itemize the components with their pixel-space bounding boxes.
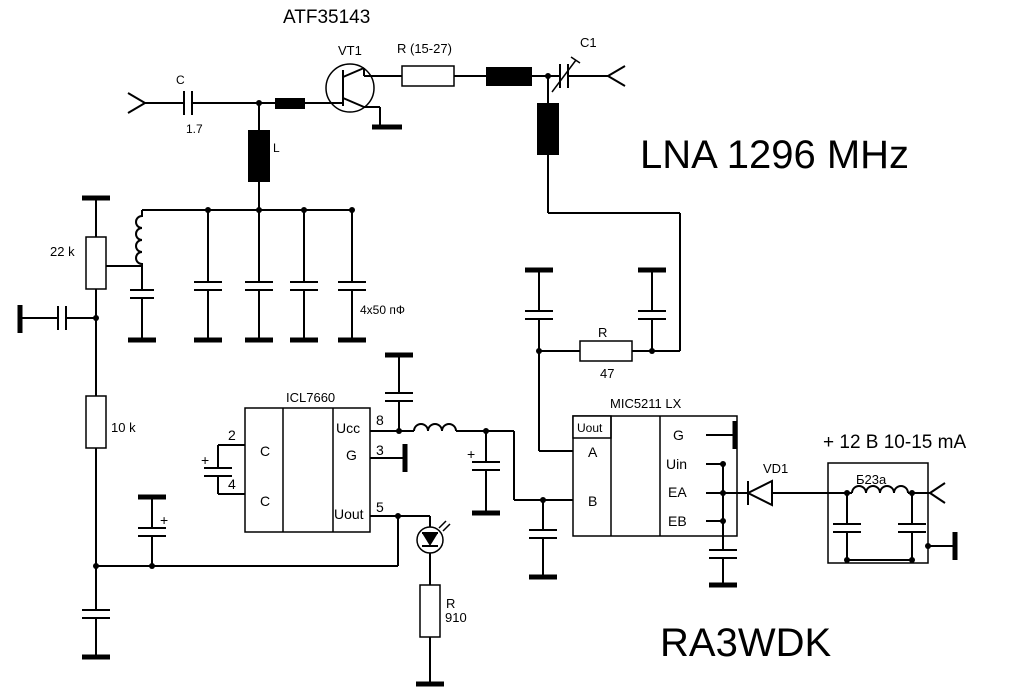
icl7660-pin-g: G bbox=[346, 447, 357, 463]
icl7660-pin-c2: C bbox=[260, 493, 270, 509]
r47-value: 47 bbox=[600, 366, 614, 381]
c-input-value: 1.7 bbox=[186, 122, 203, 136]
plus-sign-ucc: + bbox=[467, 446, 475, 462]
filter-capacitor-left bbox=[833, 493, 861, 560]
mic5211-pin-uout: Uout bbox=[577, 421, 603, 435]
ucc-choke-coil bbox=[413, 423, 457, 432]
bias-coil bbox=[135, 210, 143, 290]
bank-capacitor-2 bbox=[245, 210, 273, 343]
ucc-decoupling-capacitor bbox=[385, 352, 413, 431]
gate-choke bbox=[275, 98, 305, 109]
input-capacitor bbox=[183, 91, 193, 115]
icl7660-pin-uout: Uout bbox=[334, 506, 364, 522]
r-bias-label: 10 k bbox=[111, 420, 136, 435]
mic5211-pin-ea: EA bbox=[668, 484, 687, 500]
author-label: RA3WDK bbox=[660, 621, 831, 665]
plus-sign-left: + bbox=[160, 512, 168, 528]
left-tap-capacitor bbox=[17, 305, 99, 333]
icl7660-pin-ucc: Ucc bbox=[336, 420, 360, 436]
gate-inductor-l bbox=[248, 130, 270, 182]
c1-trimmer-capacitor bbox=[551, 56, 581, 93]
mic5211-name: MIC5211 LX bbox=[610, 396, 682, 411]
drain-choke bbox=[486, 67, 532, 86]
resistor-10k bbox=[85, 395, 107, 449]
mic5211-pin-b: B bbox=[588, 493, 597, 509]
r-series-label: R (15-27) bbox=[397, 41, 452, 56]
resistor-910 bbox=[419, 584, 441, 638]
c-input-label: C bbox=[176, 73, 185, 87]
supply-filter-box bbox=[827, 462, 929, 564]
input-b-capacitor bbox=[529, 500, 557, 580]
schematic-title: LNA 1296 MHz bbox=[640, 133, 909, 177]
vd1-label: VD1 bbox=[763, 461, 788, 476]
icl7660-num-4: 4 bbox=[228, 476, 236, 492]
vd1-diode bbox=[745, 479, 840, 507]
electrolytic-capacitor-ucc: + bbox=[467, 431, 500, 516]
choke-label: Б23а bbox=[856, 472, 887, 487]
filter-capacitor-right bbox=[898, 493, 926, 560]
plus-sign-pump: + bbox=[201, 452, 209, 468]
icl7660-num-2: 2 bbox=[228, 427, 236, 443]
icl7660-name: ICL7660 bbox=[286, 390, 335, 405]
bypass-capacitor-left bbox=[128, 289, 156, 343]
vt1-transistor bbox=[325, 63, 402, 130]
r910-value: 910 bbox=[445, 610, 467, 625]
right-r47-capacitor bbox=[638, 267, 666, 351]
mic5211-pin-a: A bbox=[588, 444, 598, 460]
rf-input-arrow bbox=[127, 92, 146, 114]
l-label: L bbox=[273, 141, 280, 155]
mic5211-pin-eb: EB bbox=[668, 513, 687, 529]
bank-capacitor-4 bbox=[338, 210, 366, 343]
c1-label: C1 bbox=[580, 35, 597, 50]
supply-capacitor bbox=[709, 549, 737, 588]
resistor-47 bbox=[579, 340, 633, 362]
icl7660-num-8: 8 bbox=[376, 412, 384, 428]
icl7660-num-5: 5 bbox=[376, 499, 384, 515]
cap-bank-label: 4x50 пФ bbox=[360, 303, 405, 317]
transistor-model-label: ATF35143 bbox=[283, 7, 370, 28]
supply-choke-coil bbox=[840, 485, 930, 494]
rf-output-arrow bbox=[607, 65, 626, 87]
icl7660-num-3: 3 bbox=[376, 442, 384, 458]
mic5211-pin-g: G bbox=[673, 427, 684, 443]
indicator-led bbox=[416, 516, 451, 585]
potentiometer-22k bbox=[82, 195, 142, 318]
supply-label: + 12 В 10-15 mA bbox=[823, 432, 966, 453]
bottom-left-capacitor bbox=[82, 609, 110, 660]
electrolytic-capacitor-left: + bbox=[138, 494, 168, 569]
pump-capacitor: + bbox=[201, 444, 245, 495]
icl7660-chip bbox=[244, 407, 371, 533]
supply-input-arrow bbox=[929, 482, 946, 504]
r47-label: R bbox=[598, 325, 607, 340]
r910-label: R bbox=[446, 596, 455, 611]
icl7660-pin-c1: C bbox=[260, 443, 270, 459]
bank-capacitor-1 bbox=[194, 210, 222, 343]
left-r47-capacitor bbox=[525, 267, 553, 351]
series-resistor bbox=[401, 65, 455, 87]
drain-feed-choke bbox=[537, 103, 559, 155]
pot-label: 22 k bbox=[50, 244, 75, 259]
vt1-label: VT1 bbox=[338, 43, 362, 58]
mic5211-pin-uin: Uin bbox=[666, 456, 687, 472]
bank-capacitor-3 bbox=[290, 210, 318, 343]
